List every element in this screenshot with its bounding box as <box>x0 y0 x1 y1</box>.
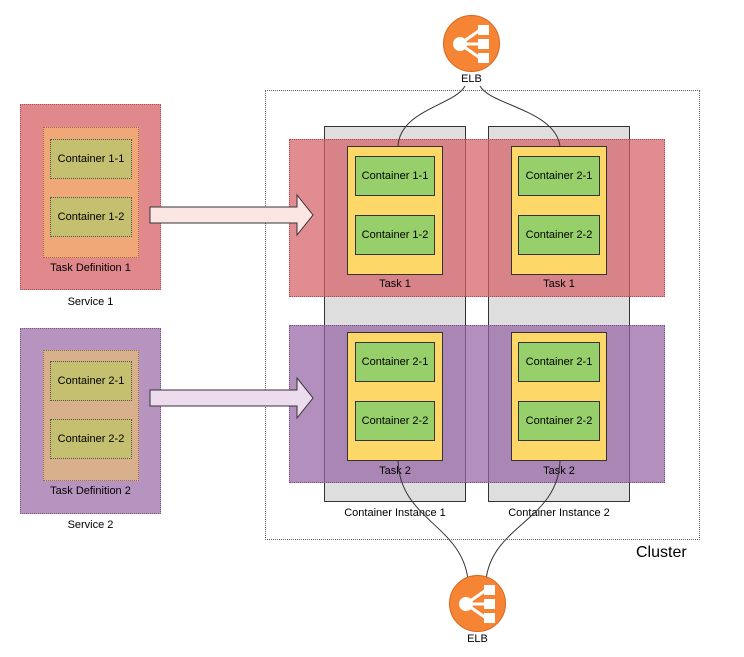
load-balancer-icon <box>459 585 495 623</box>
container-definition-box: Container 2-2 <box>50 419 132 459</box>
container-instance-1-label: Container Instance 1 <box>344 507 446 519</box>
container-box: Container 1-2 <box>355 215 435 255</box>
elb-bottom <box>449 575 506 632</box>
container-box: Container 2-2 <box>518 401 600 441</box>
elb-bottom-label: ELB <box>467 633 488 645</box>
container-box: Container 2-1 <box>518 342 600 382</box>
load-balancer-icon <box>453 25 489 63</box>
task-definition-label: Task Definition 2 <box>50 485 131 497</box>
task-label: Task 1 <box>543 278 575 290</box>
service-label: Service 2 <box>67 519 114 531</box>
task-definition-label: Task Definition 1 <box>50 262 131 274</box>
task-label: Task 1 <box>379 278 411 290</box>
container-definition-box: Container 1-2 <box>50 197 132 237</box>
container-box: Container 2-2 <box>355 401 435 441</box>
service-1-arrow <box>149 193 314 237</box>
elb-bottom-connector-right <box>485 460 561 581</box>
elb-top-connector-left <box>397 85 466 147</box>
container-box: Container 2-1 <box>355 342 435 382</box>
container-definition-box: Container 2-1 <box>50 361 132 401</box>
elb-bottom-connector-left <box>397 460 469 581</box>
container-definition-box: Container 1-1 <box>50 139 132 179</box>
elb-top-label: ELB <box>461 73 482 85</box>
container-box: Container 2-1 <box>518 156 600 196</box>
cluster-label: Cluster <box>636 544 687 561</box>
task-label: Task 2 <box>379 465 411 477</box>
elb-top-connector-right <box>479 85 561 147</box>
cluster-boundary <box>265 90 700 540</box>
elb-top <box>443 15 500 72</box>
container-box: Container 1-1 <box>355 156 435 196</box>
container-box: Container 2-2 <box>518 215 600 255</box>
service-label: Service 1 <box>67 296 114 308</box>
container-instance-2-label: Container Instance 2 <box>508 507 610 519</box>
service-2-arrow <box>149 376 314 420</box>
